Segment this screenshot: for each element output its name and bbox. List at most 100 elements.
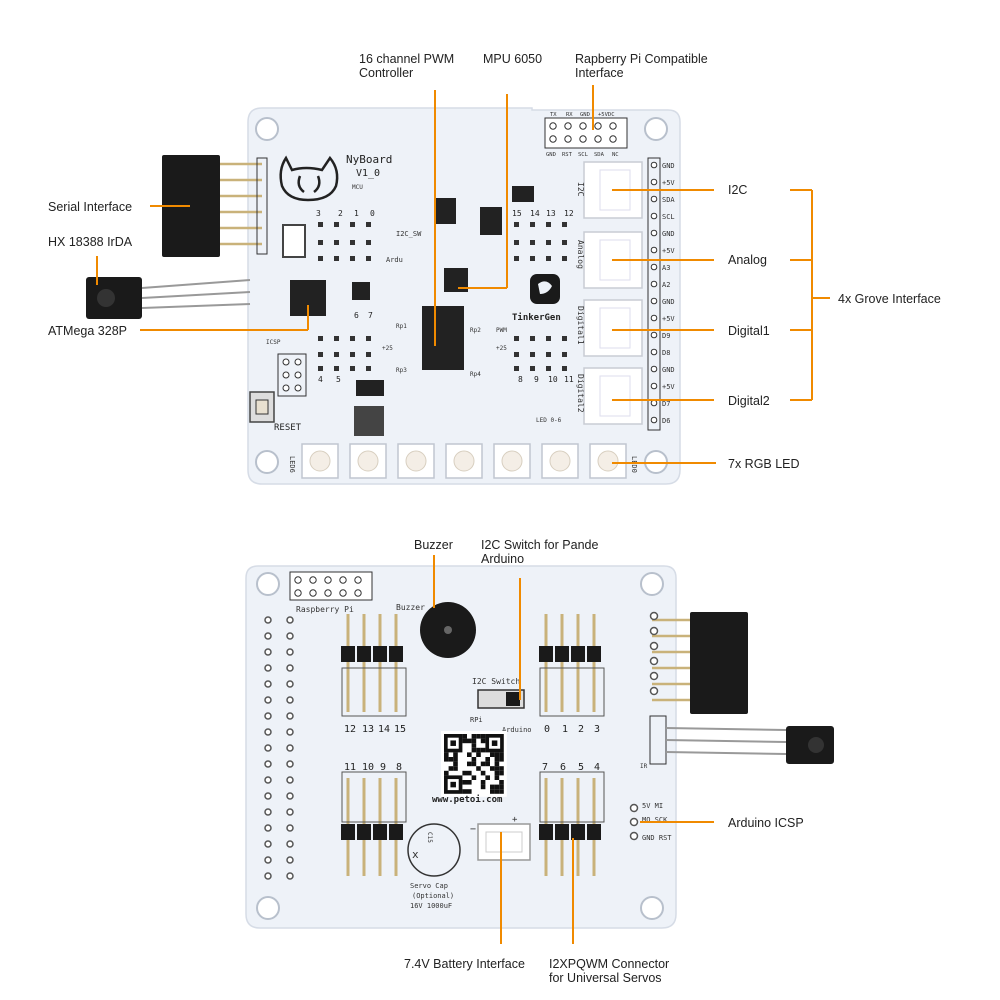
qr-module	[444, 770, 449, 776]
qr-module	[499, 780, 504, 785]
header-pad	[562, 352, 567, 357]
icsp-silk: GND RST	[642, 834, 672, 842]
qr-module	[444, 757, 449, 762]
qr-module	[480, 784, 486, 790]
pin-num: 3	[316, 209, 321, 218]
rp4-label: Rp4	[470, 371, 481, 378]
servo-num: 15	[394, 724, 406, 735]
bottom-leader-lines	[433, 555, 714, 944]
servo-cap: x	[407, 823, 461, 877]
icsp-silk: MO SCK	[642, 816, 668, 824]
edge-pad	[264, 728, 272, 736]
callout-digital1: Digital1	[728, 324, 770, 338]
pin-num: 8	[518, 375, 523, 384]
qr-module	[467, 780, 472, 785]
qr-finder-core	[450, 781, 456, 788]
servo-pin-block	[555, 646, 569, 662]
servo-silk-box	[341, 771, 407, 823]
edge-pad	[286, 712, 294, 720]
header-pad	[514, 366, 519, 371]
qr-module	[453, 757, 458, 762]
servo-pin-block	[357, 824, 371, 840]
qr-module	[499, 752, 504, 757]
servo-pin-block	[539, 824, 553, 840]
edge-pad	[264, 712, 272, 720]
irda-receiver	[86, 277, 251, 319]
edge-pad	[264, 840, 272, 848]
qr-module	[490, 789, 495, 794]
servo-num: 6	[560, 762, 566, 773]
servo-num: 13	[362, 724, 374, 735]
qr-module	[480, 780, 486, 785]
ir-silk: IR	[640, 763, 648, 770]
pin-num: 1	[354, 209, 359, 218]
edge-pad	[264, 616, 272, 624]
servo-pin-block	[357, 646, 371, 662]
header-pin-hole	[324, 589, 332, 597]
edge-pad	[286, 872, 294, 880]
edge-pad	[264, 696, 272, 704]
callout-grove: 4x Grove Interface	[838, 292, 941, 306]
rpi-pin-5v: +5VDC	[598, 112, 615, 118]
header-pad	[530, 256, 535, 261]
header-pad	[514, 222, 519, 227]
grove-i2c-silk: I2C	[576, 182, 585, 197]
edge-pad	[286, 856, 294, 864]
header-pad	[562, 336, 567, 341]
qr-module	[494, 770, 500, 776]
qr-module	[499, 789, 504, 794]
edge-pad	[286, 840, 294, 848]
servo-pin-block	[389, 824, 403, 840]
grove-pin-label: SCL	[662, 213, 675, 221]
board-version: V1_0	[356, 168, 380, 179]
qr-module	[476, 734, 481, 739]
edge-pad	[286, 744, 294, 752]
qr-module	[485, 761, 490, 767]
i2c-switch[interactable]	[477, 689, 525, 709]
header-pin-hole	[579, 135, 587, 143]
icsp-silk: 5V MI	[642, 802, 663, 810]
header-pad	[334, 366, 339, 371]
qr-module	[490, 766, 495, 771]
header-pad	[546, 336, 551, 341]
servo-pin-block	[555, 824, 569, 840]
header-pin-hole	[294, 589, 302, 597]
grove-pin-label: D8	[662, 349, 670, 357]
qr-module	[494, 775, 500, 780]
qr-module	[453, 761, 458, 767]
pin-num: 13	[546, 209, 556, 218]
serial-header-bottom	[652, 612, 748, 714]
grove-pin-hole	[650, 280, 658, 288]
servo-silk-box	[539, 771, 605, 823]
rgb-led	[349, 443, 387, 479]
header-pin-hole	[609, 122, 617, 130]
servo-num: 7	[542, 762, 548, 773]
reset-button[interactable]	[249, 391, 275, 423]
servo-num: 4	[594, 762, 600, 773]
servo-num: 8	[396, 762, 402, 773]
header-pad	[562, 240, 567, 245]
pin-num: 11	[564, 375, 574, 384]
rp1-label: Rp1	[396, 323, 407, 330]
edge-pad	[264, 632, 272, 640]
qr-module	[476, 766, 481, 771]
edge-pad	[649, 641, 659, 651]
grove-pin-label: +5V	[662, 315, 675, 323]
header-pad	[318, 256, 323, 261]
edge-pad	[286, 632, 294, 640]
qr-module	[467, 738, 472, 744]
servo-num: 12	[344, 724, 356, 735]
servo-cap-silk: (Optional)	[412, 892, 454, 900]
grove-pin-label: GND	[662, 230, 675, 238]
callout-rgb: 7x RGB LED	[728, 457, 800, 471]
grove-digital2-silk: Digital2	[576, 374, 585, 413]
header-pin-hole	[549, 135, 557, 143]
grove-pin-label: +5V	[662, 383, 675, 391]
header-pin-hole	[339, 576, 347, 584]
header-pin-hole	[324, 576, 332, 584]
header-pad	[334, 352, 339, 357]
header-pad	[366, 352, 371, 357]
header-pad	[334, 240, 339, 245]
icsp-pads	[629, 803, 639, 841]
qr-module	[494, 752, 500, 757]
